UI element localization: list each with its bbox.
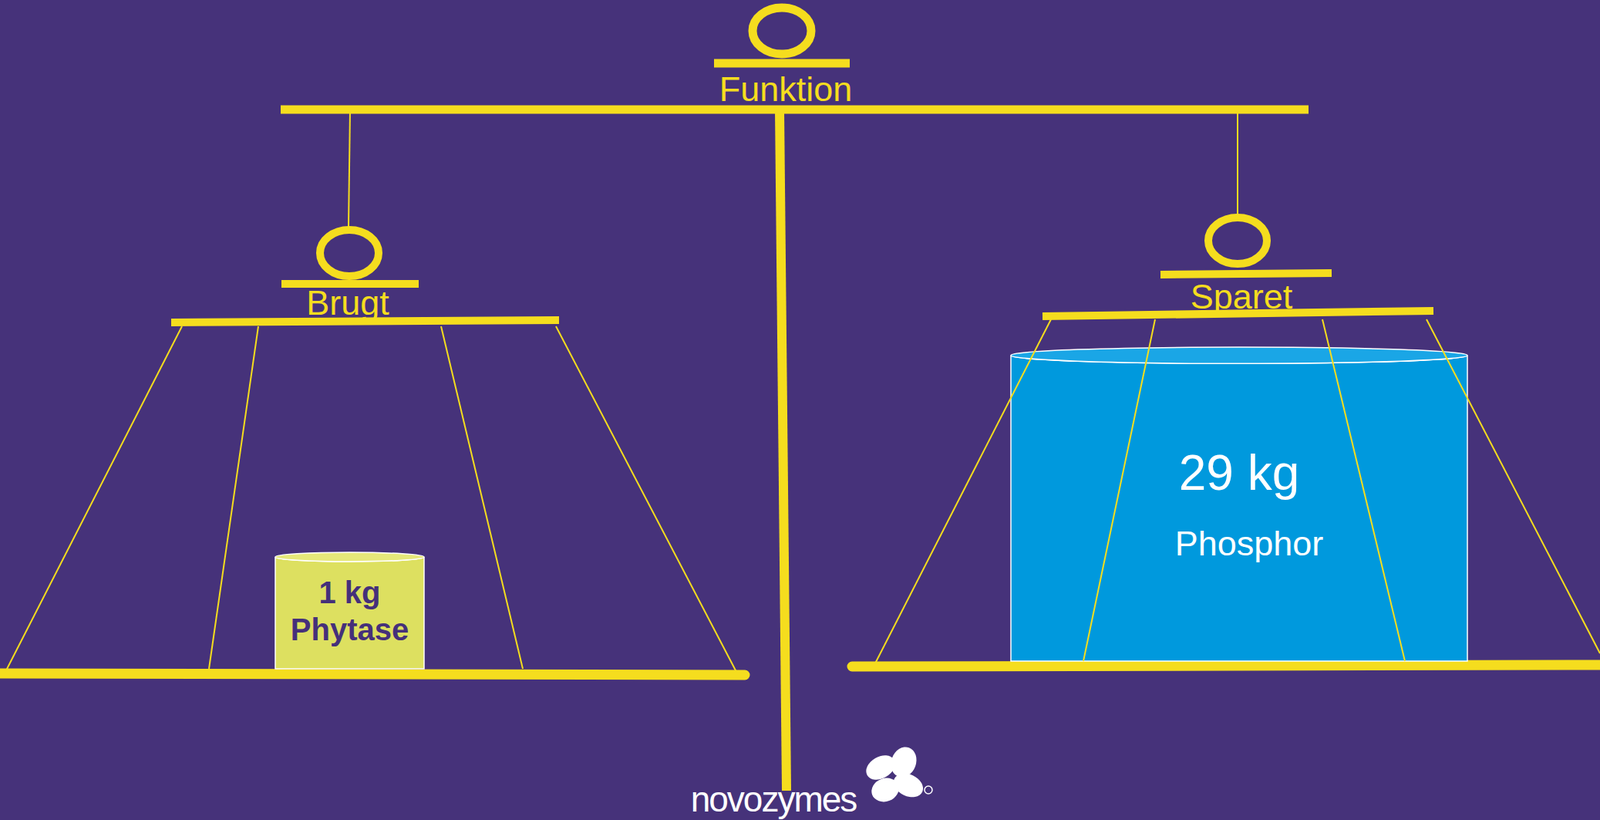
- scale-ring: [752, 7, 812, 54]
- pan-string: [441, 326, 523, 669]
- hanger-line: [1236, 109, 1239, 215]
- scale-pan: [0, 673, 745, 675]
- scale-beam: [280, 105, 1309, 115]
- cylinder-shape: [1010, 346, 1468, 661]
- scale-ring: [320, 229, 379, 277]
- pan-bar: [171, 320, 560, 323]
- ring-bar: [714, 59, 850, 68]
- node-text: Phosphor: [1175, 522, 1324, 565]
- node-text: 29 kg: [1178, 443, 1301, 503]
- cylinder-shape: [275, 552, 425, 669]
- pan-string: [5, 326, 182, 672]
- pan-label: Sparet: [1190, 279, 1294, 314]
- phosphor-cylinder: 29 kg Phosphor: [1010, 346, 1468, 661]
- ring-bar: [1160, 272, 1332, 275]
- logo-flower: [862, 743, 933, 806]
- pan-string: [208, 326, 259, 669]
- pan-label: Brugt: [306, 285, 390, 320]
- node-text: 1 kg Phytase: [279, 573, 421, 648]
- logo-wordmark: novozymes: [690, 781, 857, 817]
- scale-ring: [1208, 217, 1267, 264]
- scale-pole: [779, 109, 787, 791]
- phytase-cylinder: 1 kg Phytase: [275, 552, 425, 669]
- pan-string: [555, 326, 737, 672]
- hanger-line: [348, 109, 351, 227]
- balance-label: Funktion: [719, 71, 853, 107]
- scale-pan: [852, 664, 1600, 667]
